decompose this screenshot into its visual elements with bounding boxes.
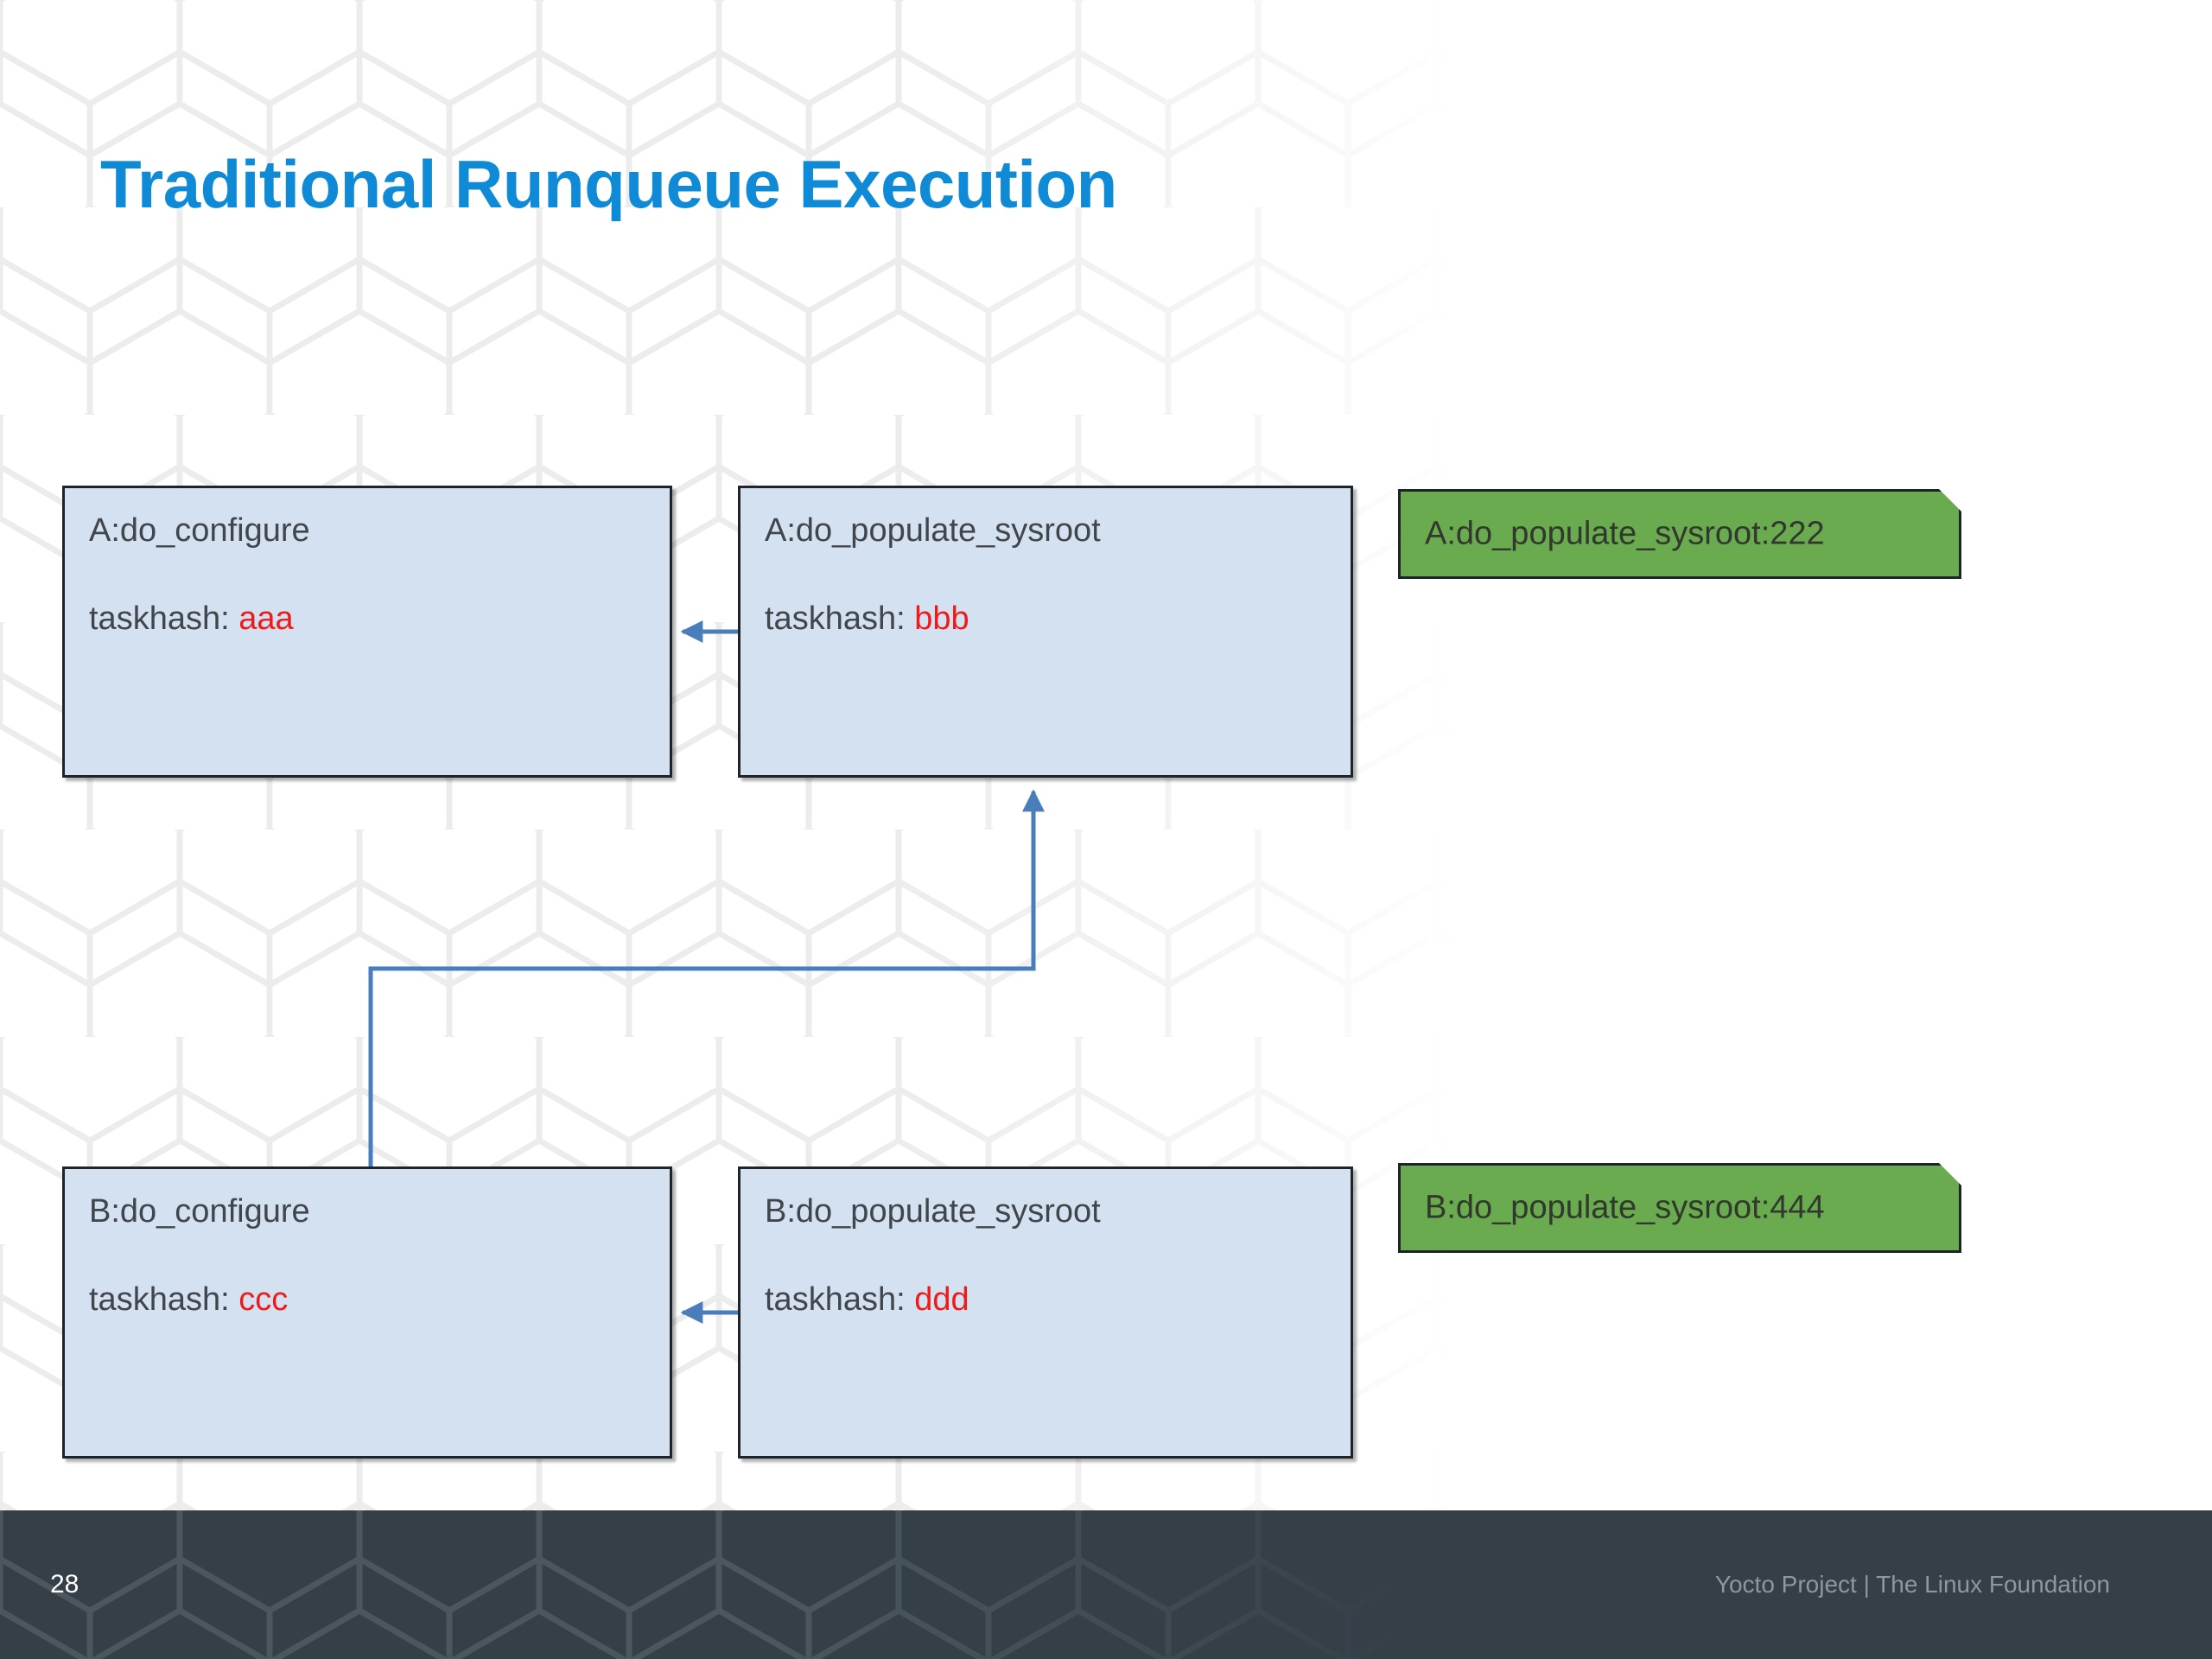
task-box-b-populate-sysroot[interactable]: B:do_populate_sysroot taskhash: ddd [738, 1166, 1353, 1459]
taskhash-value: ccc [238, 1281, 289, 1318]
callout-a-populate-sysroot-222[interactable]: A:do_populate_sysroot:222 [1398, 489, 1961, 579]
footer-page-number: 28 [50, 1570, 79, 1599]
task-box-taskhash: taskhash: ccc [89, 1281, 288, 1319]
page-title: Traditional Runqueue Execution [100, 146, 1117, 222]
task-box-taskhash: taskhash: aaa [89, 601, 294, 638]
task-box-title: A:do_populate_sysroot [765, 512, 1101, 549]
taskhash-label: taskhash: [89, 1281, 239, 1318]
task-box-title: B:do_configure [89, 1193, 310, 1230]
taskhash-value: bbb [914, 601, 969, 637]
task-box-title: A:do_configure [89, 512, 310, 549]
task-box-a-populate-sysroot[interactable]: A:do_populate_sysroot taskhash: bbb [738, 486, 1353, 778]
footer-bar: 28 Yocto Project | The Linux Foundation [0, 1510, 2212, 1659]
taskhash-label: taskhash: [765, 1281, 915, 1318]
callout-label: B:do_populate_sysroot:444 [1425, 1189, 1825, 1226]
footer-credit: Yocto Project | The Linux Foundation [1714, 1571, 2110, 1598]
taskhash-label: taskhash: [765, 601, 915, 637]
callout-b-populate-sysroot-444[interactable]: B:do_populate_sysroot:444 [1398, 1163, 1961, 1253]
task-box-title: B:do_populate_sysroot [765, 1193, 1101, 1230]
task-box-b-configure[interactable]: B:do_configure taskhash: ccc [62, 1166, 672, 1459]
taskhash-value: aaa [238, 601, 294, 637]
task-box-taskhash: taskhash: ddd [765, 1281, 969, 1319]
arrow-b-configure-to-a-sysroot [368, 789, 1045, 1166]
task-box-taskhash: taskhash: bbb [765, 601, 969, 638]
taskhash-value: ddd [914, 1281, 969, 1318]
task-box-a-configure[interactable]: A:do_configure taskhash: aaa [62, 486, 672, 778]
taskhash-label: taskhash: [89, 601, 239, 637]
callout-label: A:do_populate_sysroot:222 [1425, 515, 1825, 552]
